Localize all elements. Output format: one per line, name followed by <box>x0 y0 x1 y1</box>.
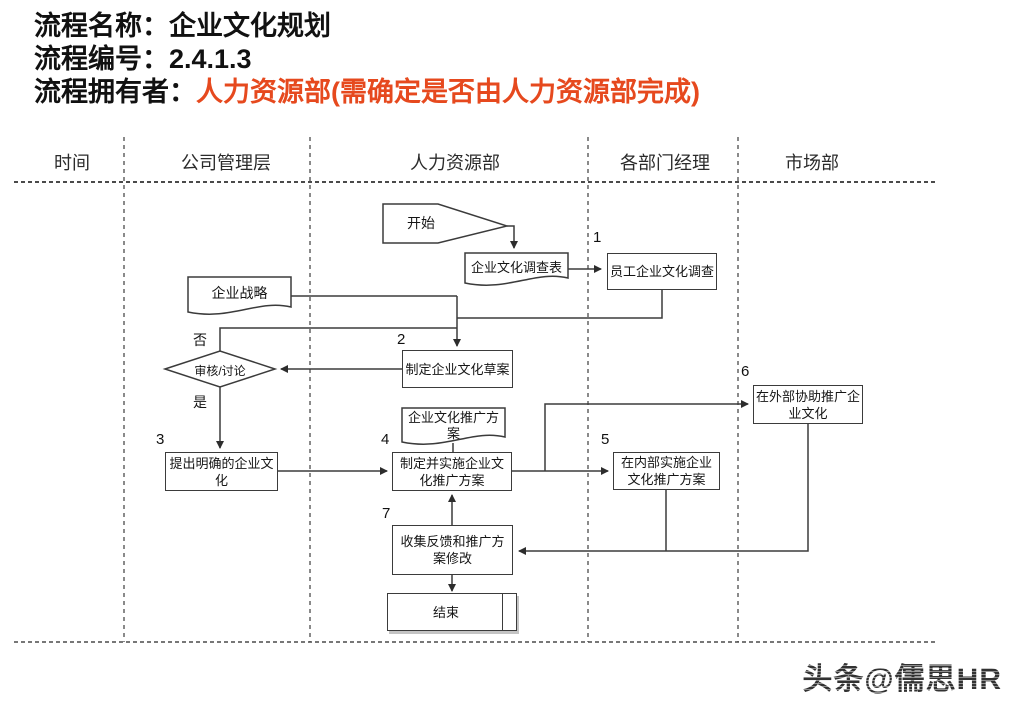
node-end: 结束 <box>387 593 517 631</box>
process-no-value: 2.4.1.3 <box>169 44 252 74</box>
step-number-5: 5 <box>601 431 610 448</box>
process-no-row: 流程编号：2.4.1.3 <box>34 43 700 76</box>
connector-decision-no <box>219 327 457 352</box>
decision-label: 审核/讨论 <box>194 364 246 378</box>
start-label: 开始 <box>407 215 435 231</box>
start-shape <box>382 203 510 244</box>
lane-header-managers: 各部门经理 <box>620 153 710 173</box>
connector-n1-return <box>457 289 663 319</box>
doc-strategy-shape <box>187 276 292 315</box>
node-draft-culture: 制定企业文化草案 <box>402 350 513 388</box>
watermark: 头条@儒思HR <box>802 654 1002 698</box>
decision-no-label: 否 <box>193 332 207 348</box>
connector-n4-to-n6 <box>544 400 749 471</box>
connector-start-to-survey <box>507 225 518 249</box>
end-label: 结束 <box>432 604 459 620</box>
node-clear-culture: 提出明确的企业文化 <box>165 452 278 491</box>
process-no-label: 流程编号： <box>34 44 169 74</box>
step-number-1: 1 <box>593 229 602 246</box>
lane-header-marketing: 市场部 <box>785 153 839 173</box>
end-inner-line <box>502 593 503 631</box>
decision-yes-label: 是 <box>193 394 207 410</box>
step-number-2: 2 <box>397 331 406 348</box>
doc-survey-label: 企业文化调查表 <box>470 260 562 275</box>
connector-n6-n5-to-n7 <box>518 423 809 555</box>
doc-survey-shape <box>464 252 569 286</box>
process-name-value: 企业文化规划 <box>169 11 331 41</box>
header: 流程名称：企业文化规划 流程编号：2.4.1.3 流程拥有者：人力资源部(需确定… <box>34 10 700 109</box>
lane-header-time: 时间 <box>54 153 90 173</box>
lane-header-hr: 人力资源部 <box>410 153 500 173</box>
node-external-promote: 在外部协助推广企业文化 <box>753 385 863 424</box>
process-name-label: 流程名称： <box>34 11 169 41</box>
node-employee-survey: 员工企业文化调查 <box>607 253 717 290</box>
process-owner-value: 人力资源部(需确定是否由人力资源部完成) <box>196 77 700 107</box>
decision-diamond <box>162 350 278 388</box>
process-owner-row: 流程拥有者：人力资源部(需确定是否由人力资源部完成) <box>34 76 700 109</box>
process-name-row: 流程名称：企业文化规划 <box>34 10 700 43</box>
doc-plan-shape <box>401 407 506 445</box>
lane-header-management: 公司管理层 <box>181 153 271 173</box>
step-number-3: 3 <box>156 431 165 448</box>
node-make-implement-plan: 制定并实施企业文化推广方案 <box>392 452 512 491</box>
step-number-7: 7 <box>382 505 391 522</box>
doc-strategy-label: 企业战略 <box>211 285 268 301</box>
doc-plan-label: 企业文化推广方案 <box>407 410 499 441</box>
flow-connectors <box>216 225 809 592</box>
process-owner-label: 流程拥有者： <box>34 77 196 107</box>
step-number-6: 6 <box>741 363 750 380</box>
step-number-4: 4 <box>381 431 390 448</box>
node-collect-feedback: 收集反馈和推广方案修改 <box>392 525 513 575</box>
node-internal-implement: 在内部实施企业文化推广方案 <box>613 452 720 490</box>
